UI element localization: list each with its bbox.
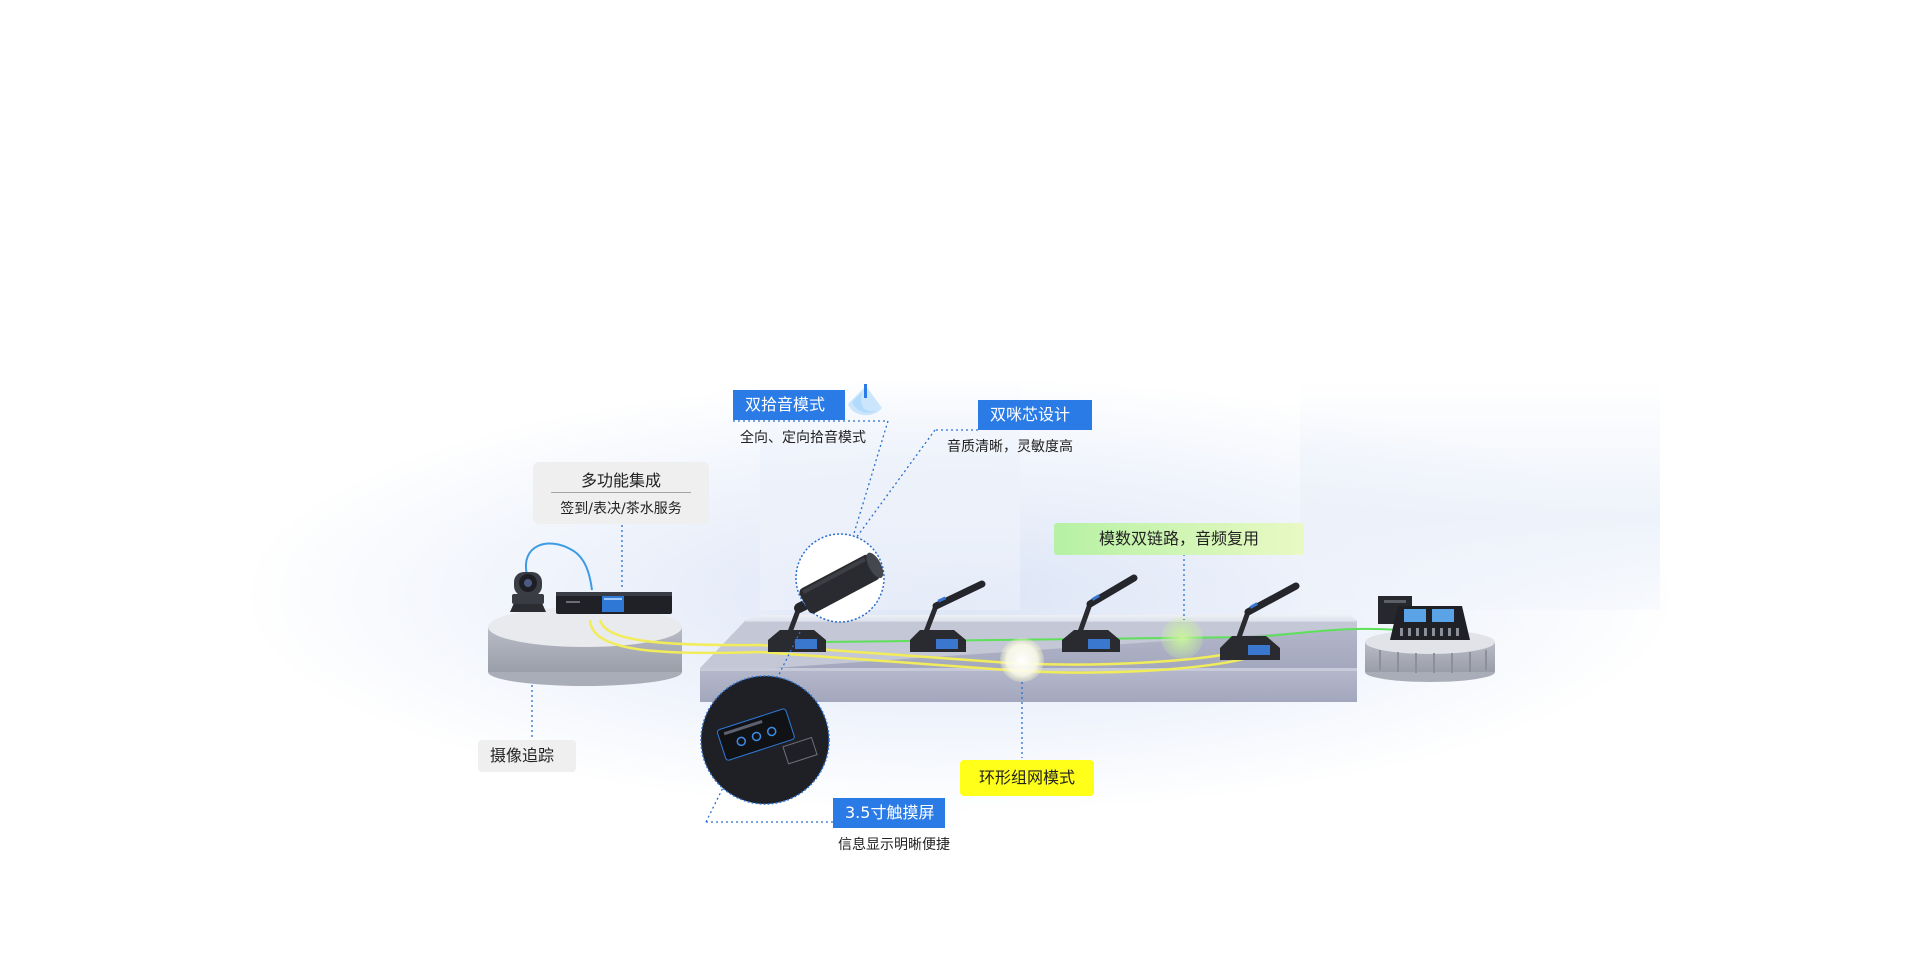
microphone-unit-icon bbox=[1062, 574, 1138, 652]
multi-function-title: 多功能集成 bbox=[580, 471, 661, 490]
multi-function-divider bbox=[551, 492, 691, 493]
ring-network-label: 环形组网模式 bbox=[960, 760, 1094, 796]
mic-head-zoom-bubble bbox=[795, 533, 885, 623]
camera-cable bbox=[524, 542, 593, 591]
pickup-pattern-icon bbox=[848, 384, 882, 416]
dual-pickup-label: 双拾音模式 bbox=[733, 390, 845, 420]
digital-link-node bbox=[1161, 617, 1203, 659]
dual-core-label: 双咪芯设计 bbox=[978, 400, 1092, 430]
mixer-console-icon bbox=[1378, 596, 1470, 640]
host-unit-icon bbox=[556, 592, 672, 614]
camera-icon bbox=[510, 572, 546, 612]
touch-screen-zoom-bubble bbox=[700, 675, 830, 805]
touch-screen-desc: 信息显示明晰便捷 bbox=[838, 837, 950, 853]
multi-function-desc: 签到/表决/茶水服务 bbox=[560, 501, 682, 517]
background-wall-panel bbox=[1300, 380, 1660, 610]
left-pedestal bbox=[488, 607, 682, 686]
camera-tracking-label: 摄像追踪 bbox=[478, 740, 576, 772]
dual-core-desc: 音质清晰，灵敏度高 bbox=[947, 439, 1073, 455]
microphone-unit-icon bbox=[910, 580, 986, 652]
touch-screen-label: 3.5寸触摸屏 bbox=[833, 798, 945, 828]
dual-pickup-desc: 全向、定向拾音模式 bbox=[740, 430, 866, 446]
dual-link-label: 模数双链路，音频复用 bbox=[1054, 523, 1304, 555]
ring-network-node bbox=[1000, 638, 1044, 682]
multi-function-card: 多功能集成 签到/表决/茶水服务 bbox=[533, 462, 709, 524]
microphone-unit-icon bbox=[1220, 582, 1300, 660]
